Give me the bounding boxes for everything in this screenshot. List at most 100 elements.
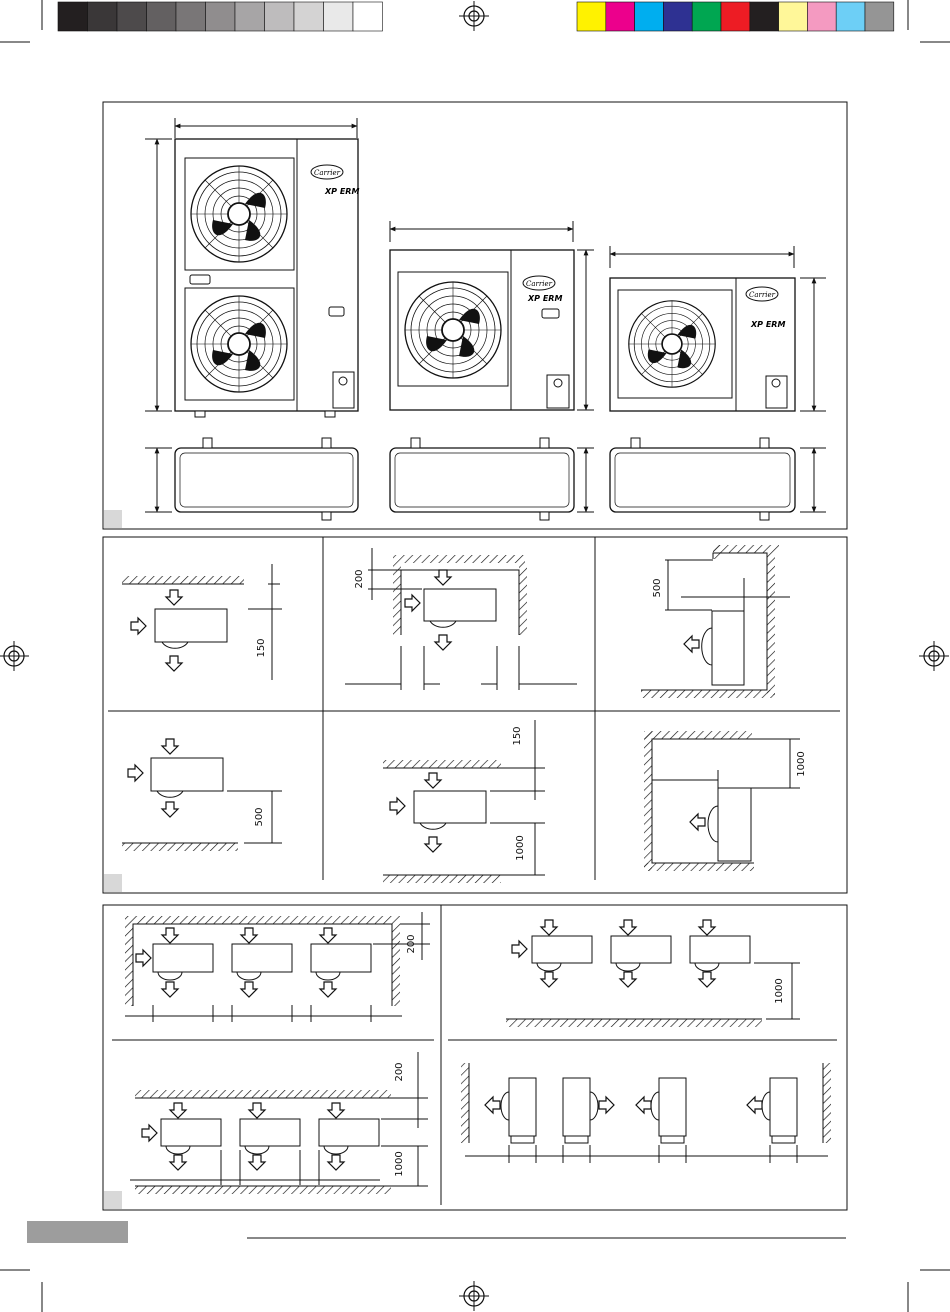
airflow-arrow-icon: [684, 636, 699, 652]
airflow-arrow-icon: [166, 656, 182, 671]
color-swatch: [58, 2, 88, 31]
airflow-arrow-icon: [425, 773, 441, 788]
clearance-corner-side: 500: [641, 545, 790, 698]
single-unit-clearance-panel: 150 200: [103, 537, 847, 893]
svg-text:200: 200: [354, 569, 365, 588]
svg-text:200: 200: [394, 1062, 405, 1081]
color-swatch: [577, 2, 606, 31]
airflow-arrow-icon: [166, 590, 182, 605]
svg-text:Carrier: Carrier: [526, 280, 553, 288]
airflow-arrow-icon: [131, 618, 146, 634]
airflow-arrow-icon: [249, 1155, 265, 1170]
greyscale-bar: [58, 2, 383, 31]
color-swatch: [721, 2, 750, 31]
color-swatch: [353, 2, 383, 31]
airflow-arrow-icon: [162, 739, 178, 754]
airflow-arrow-icon: [599, 1097, 614, 1113]
airflow-arrow-icon: [620, 972, 636, 987]
unit-dimensions-panel: Carrier XP ERM Carrier XP ERM: [103, 102, 847, 529]
airflow-arrow-icon: [435, 570, 451, 585]
registration-mark-icon: [459, 1281, 489, 1311]
registration-mark-icon: [459, 1, 489, 31]
airflow-arrow-icon: [241, 982, 257, 997]
airflow-arrow-icon: [512, 941, 527, 957]
svg-text:Carrier: Carrier: [749, 291, 776, 299]
svg-text:XP ERM: XP ERM: [527, 294, 562, 303]
page-footer: [27, 1221, 846, 1243]
multi-double-wall-row: 200 1000: [130, 1052, 428, 1194]
svg-text:1000: 1000: [394, 1151, 405, 1176]
medium-unit-front-view: Carrier XP ERM: [390, 221, 594, 410]
airflow-arrow-icon: [128, 765, 143, 781]
color-bar: [577, 2, 894, 31]
clearance-corner-enclosure: 1000: [644, 731, 807, 871]
airflow-arrow-icon: [747, 1097, 762, 1113]
airflow-arrow-icon: [328, 1155, 344, 1170]
color-swatch: [176, 2, 206, 31]
color-swatch: [663, 2, 692, 31]
registration-mark-icon: [919, 641, 949, 671]
color-swatch: [779, 2, 808, 31]
color-swatch: [88, 2, 118, 31]
multi-open-row: 1000: [506, 920, 800, 1027]
svg-text:500: 500: [652, 578, 663, 597]
svg-text:XP ERM: XP ERM: [750, 320, 785, 329]
color-swatch: [265, 2, 295, 31]
color-swatch: [206, 2, 236, 31]
color-swatch: [324, 2, 354, 31]
airflow-arrow-icon: [405, 595, 420, 611]
airflow-arrow-icon: [425, 837, 441, 852]
color-swatch: [750, 2, 779, 31]
footer-tab: [27, 1221, 128, 1243]
color-swatch: [235, 2, 265, 31]
multi-unit-clearance-panel: 200: [103, 905, 847, 1210]
color-swatch: [807, 2, 836, 31]
airflow-arrow-icon: [435, 635, 451, 650]
svg-text:XP ERM: XP ERM: [324, 187, 359, 196]
airflow-arrow-icon: [162, 802, 178, 817]
airflow-arrow-icon: [620, 920, 636, 935]
airflow-arrow-icon: [142, 1125, 157, 1141]
airflow-arrow-icon: [541, 920, 557, 935]
airflow-arrow-icon: [249, 1103, 265, 1118]
color-swatch: [294, 2, 324, 31]
airflow-arrow-icon: [690, 814, 705, 830]
airflow-arrow-icon: [390, 798, 405, 814]
svg-text:1000: 1000: [796, 751, 807, 776]
color-swatch: [865, 2, 894, 31]
registration-mark-icon: [0, 641, 29, 671]
multi-enclosed-row: 200: [125, 912, 430, 1022]
airflow-arrow-icon: [699, 920, 715, 935]
airflow-arrow-icon: [136, 950, 151, 966]
airflow-arrow-icon: [170, 1155, 186, 1170]
airflow-arrow-icon: [241, 928, 257, 943]
multi-side-view-row: [461, 1063, 831, 1163]
large-unit-front-view: Carrier XP ERM: [145, 118, 359, 417]
airflow-arrow-icon: [170, 1103, 186, 1118]
svg-text:500: 500: [254, 807, 265, 826]
color-swatch: [147, 2, 177, 31]
svg-text:1000: 1000: [515, 835, 526, 860]
svg-text:200: 200: [406, 934, 417, 953]
airflow-arrow-icon: [328, 1103, 344, 1118]
airflow-arrow-icon: [162, 928, 178, 943]
svg-text:Carrier: Carrier: [314, 169, 341, 177]
airflow-arrow-icon: [699, 972, 715, 987]
airflow-arrow-icon: [320, 928, 336, 943]
airflow-arrow-icon: [541, 972, 557, 987]
airflow-arrow-icon: [636, 1097, 651, 1113]
clearance-front-rear-walls: 150 1000: [383, 720, 545, 883]
airflow-arrow-icon: [162, 982, 178, 997]
airflow-arrow-icon: [320, 982, 336, 997]
small-unit-front-view: Carrier XP ERM: [610, 246, 826, 411]
airflow-arrow-icon: [485, 1097, 500, 1113]
clearance-rear-wall: 150: [122, 564, 282, 680]
color-swatch: [836, 2, 865, 31]
unit-top-views: [145, 438, 826, 520]
color-swatch: [117, 2, 147, 31]
color-swatch: [606, 2, 635, 31]
color-swatch: [692, 2, 721, 31]
svg-text:150: 150: [256, 638, 267, 657]
